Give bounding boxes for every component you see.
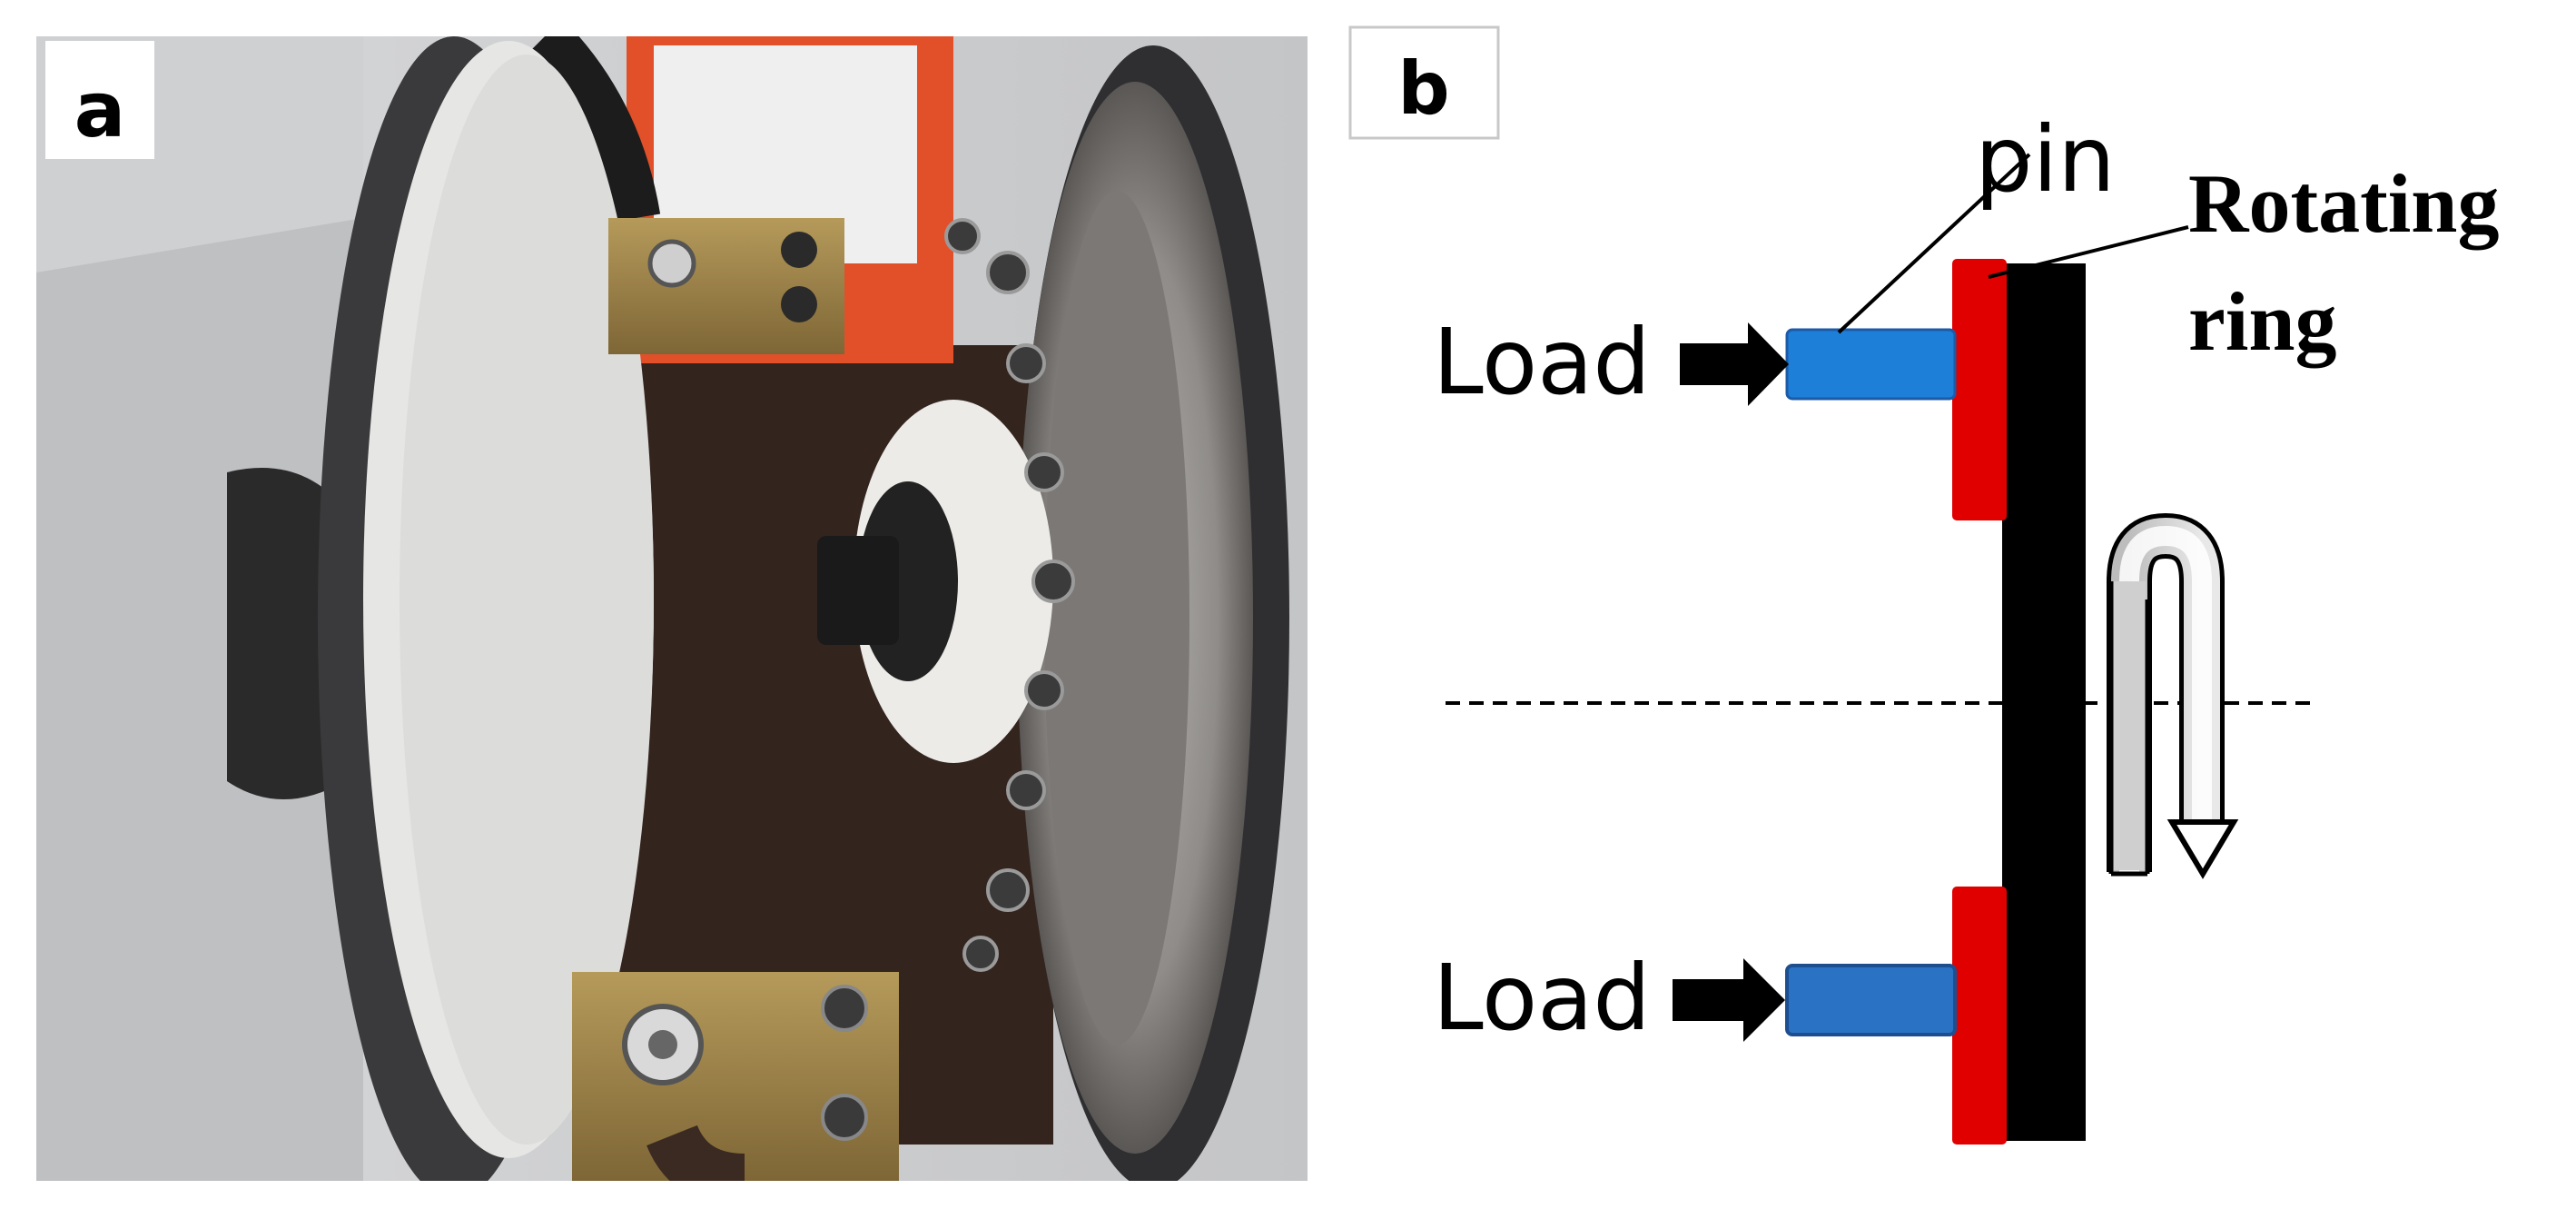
panel-b-label: b xyxy=(1397,46,1449,131)
panel-b-schematic: b Load Load pin Rotating ring xyxy=(1348,25,2499,1145)
panel-a-label-box xyxy=(45,41,154,159)
ring-bolts xyxy=(944,218,1075,972)
load-arrow-bottom xyxy=(1673,958,1785,1042)
rotating-ring xyxy=(2002,263,2086,1141)
rotation-arrow-icon xyxy=(2107,513,2239,879)
load-label-top: Load xyxy=(1433,309,1651,415)
ring-leader xyxy=(1988,225,2189,279)
cable xyxy=(527,36,661,223)
pin-leader xyxy=(1837,153,2031,334)
shaft xyxy=(227,468,345,799)
panel-b-label-box xyxy=(1348,25,1500,140)
load-arrow-top xyxy=(1680,322,1789,406)
ring-label-line1: Rotating xyxy=(2188,157,2499,250)
panel-a-label: a xyxy=(74,65,126,154)
pin-bottom xyxy=(1785,964,1957,1036)
load-label-bottom: Load xyxy=(1433,945,1651,1051)
ring-label-line2: ring xyxy=(2188,275,2337,368)
pin-label: pin xyxy=(1975,106,2116,213)
holder-top xyxy=(1952,259,2007,520)
holder-bottom xyxy=(1952,887,2007,1145)
panel-a-photo xyxy=(36,36,1308,1181)
pin-top xyxy=(1785,328,1957,401)
